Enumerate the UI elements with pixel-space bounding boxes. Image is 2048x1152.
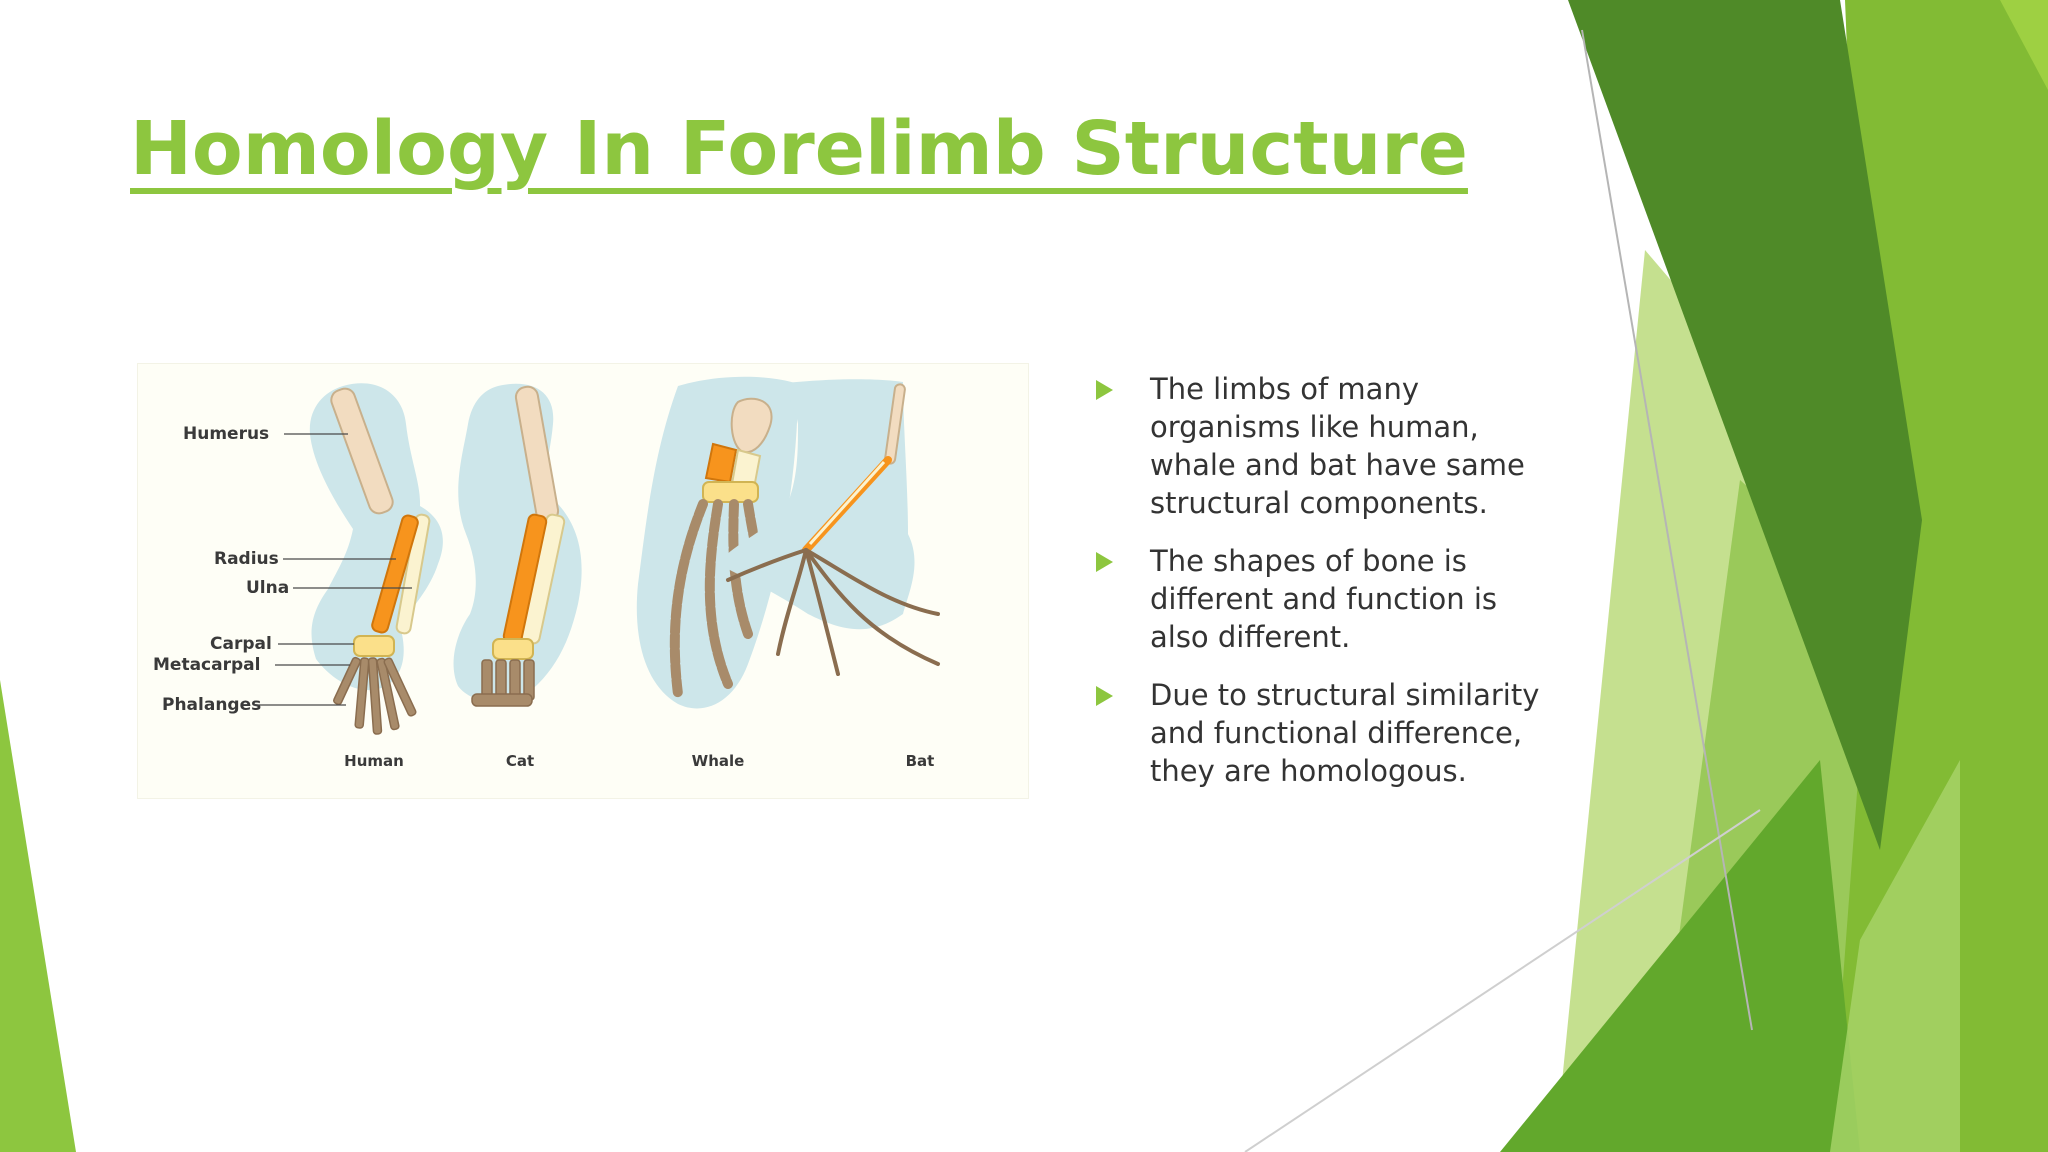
bat-ulna <box>808 460 886 546</box>
decor-dark-wedge <box>1568 0 1922 850</box>
human-carpal <box>353 635 395 657</box>
decor-left-strip <box>0 680 76 1152</box>
human-phalanges <box>333 656 417 735</box>
decor-bottom-green <box>1500 760 1860 1152</box>
whale-humerus <box>730 397 773 454</box>
triangle-bullet-icon <box>1096 552 1113 572</box>
label-phalanges: Phalanges <box>162 695 261 715</box>
triangle-bullet-icon <box>1096 380 1113 400</box>
bullet-list: The limbs of many organisms like human, … <box>1094 370 1564 810</box>
animal-label-human: Human <box>344 752 404 770</box>
human-radius <box>371 514 419 634</box>
decor-thin-line-diagonal <box>1244 809 1761 1152</box>
label-metacarpal: Metacarpal <box>153 655 260 675</box>
label-ulna: Ulna <box>246 578 289 598</box>
bat-limb <box>718 379 940 676</box>
animal-label-bat: Bat <box>906 752 935 770</box>
decor-bottom-pale <box>1830 760 1960 1152</box>
bone-labels: Humerus Radius Ulna Carpal Metacarpal Ph… <box>153 424 412 715</box>
bullet-text: The limbs of many organisms like human, … <box>1150 372 1525 520</box>
bullet-item: Due to structural similarity and functio… <box>1094 676 1564 790</box>
bullet-item: The limbs of many organisms like human, … <box>1094 370 1564 522</box>
human-outline <box>309 383 443 691</box>
forelimb-figure: Humerus Radius Ulna Carpal Metacarpal Ph… <box>137 363 1029 799</box>
bullet-text: The shapes of bone is different and func… <box>1150 544 1498 654</box>
decor-thin-line-vertical <box>1581 29 1753 1031</box>
animal-label-whale: Whale <box>692 752 745 770</box>
bat-phalanges <box>726 548 940 676</box>
triangle-bullet-icon <box>1096 686 1113 706</box>
bat-wing-membrane <box>718 379 915 630</box>
slide-title: Homology In Forelimb Structure <box>130 106 1468 192</box>
label-radius: Radius <box>214 549 279 569</box>
whale-carpal <box>702 481 759 503</box>
animal-label-cat: Cat <box>506 752 534 770</box>
cat-carpal <box>492 638 534 660</box>
label-carpal: Carpal <box>210 634 272 654</box>
cat-outline <box>453 383 582 702</box>
cat-phalanges <box>471 659 535 707</box>
decor-top-right <box>2000 0 2048 90</box>
animal-labels: Human Cat Whale Bat <box>344 752 934 770</box>
human-limb <box>309 383 443 735</box>
cat-limb <box>453 383 582 707</box>
bullet-item: The shapes of bone is different and func… <box>1094 542 1564 656</box>
forelimb-diagram: Humerus Radius Ulna Carpal Metacarpal Ph… <box>153 376 940 770</box>
label-humerus: Humerus <box>183 424 269 444</box>
human-humerus <box>330 387 394 515</box>
bullet-text: Due to structural similarity and functio… <box>1150 678 1540 788</box>
human-ulna <box>395 513 431 635</box>
